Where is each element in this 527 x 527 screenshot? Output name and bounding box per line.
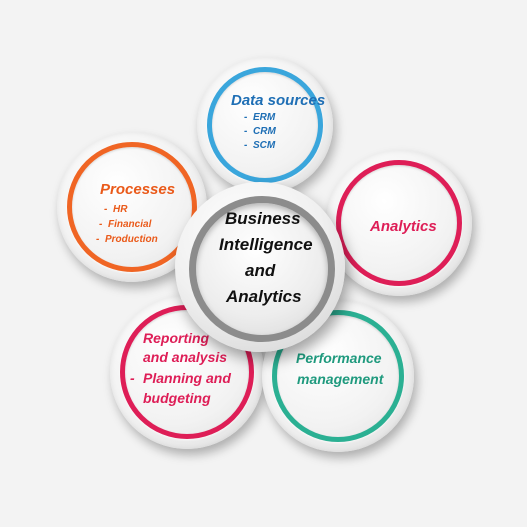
- data-sources-title: Data sources: [231, 92, 326, 109]
- data-sources-dash-3: -: [244, 140, 248, 151]
- performance-ring: [272, 310, 404, 442]
- data-sources-dash-2: -: [244, 126, 248, 137]
- processes-dash-2: -: [99, 219, 103, 230]
- data-sources-item-scm: SCM: [253, 140, 276, 151]
- reporting-line-1: Reporting: [143, 330, 210, 346]
- center-line-3: and: [245, 261, 276, 280]
- center-line-2: Intelligence: [219, 235, 313, 254]
- reporting-dash-2: -: [130, 370, 135, 386]
- reporting-line-4: budgeting: [143, 390, 211, 406]
- processes-dash-3: -: [96, 234, 100, 245]
- performance-line-2: management: [297, 371, 384, 387]
- data-sources-item-erm: ERM: [253, 112, 276, 123]
- processes-item-production: Production: [105, 234, 158, 245]
- reporting-line-3: Planning and: [143, 370, 231, 386]
- processes-item-financial: Financial: [108, 219, 152, 230]
- performance-line-1: Performance: [296, 350, 382, 366]
- center-ring: [189, 196, 335, 342]
- processes-item-hr: HR: [113, 204, 128, 215]
- reporting-line-2: and analysis: [143, 349, 228, 365]
- center-line-4: Analytics: [226, 287, 302, 306]
- processes-ring: [67, 142, 197, 272]
- center-line-1: Business: [225, 209, 301, 228]
- data-sources-dash-1: -: [244, 112, 248, 123]
- data-sources-item-crm: CRM: [253, 126, 276, 137]
- data-sources-ring: [207, 67, 323, 183]
- processes-dash-1: -: [104, 204, 108, 215]
- processes-title: Processes: [100, 181, 176, 198]
- reporting-dash-1: -: [130, 330, 135, 346]
- analytics-title: Analytics: [370, 218, 437, 235]
- analytics-ring: [336, 160, 462, 286]
